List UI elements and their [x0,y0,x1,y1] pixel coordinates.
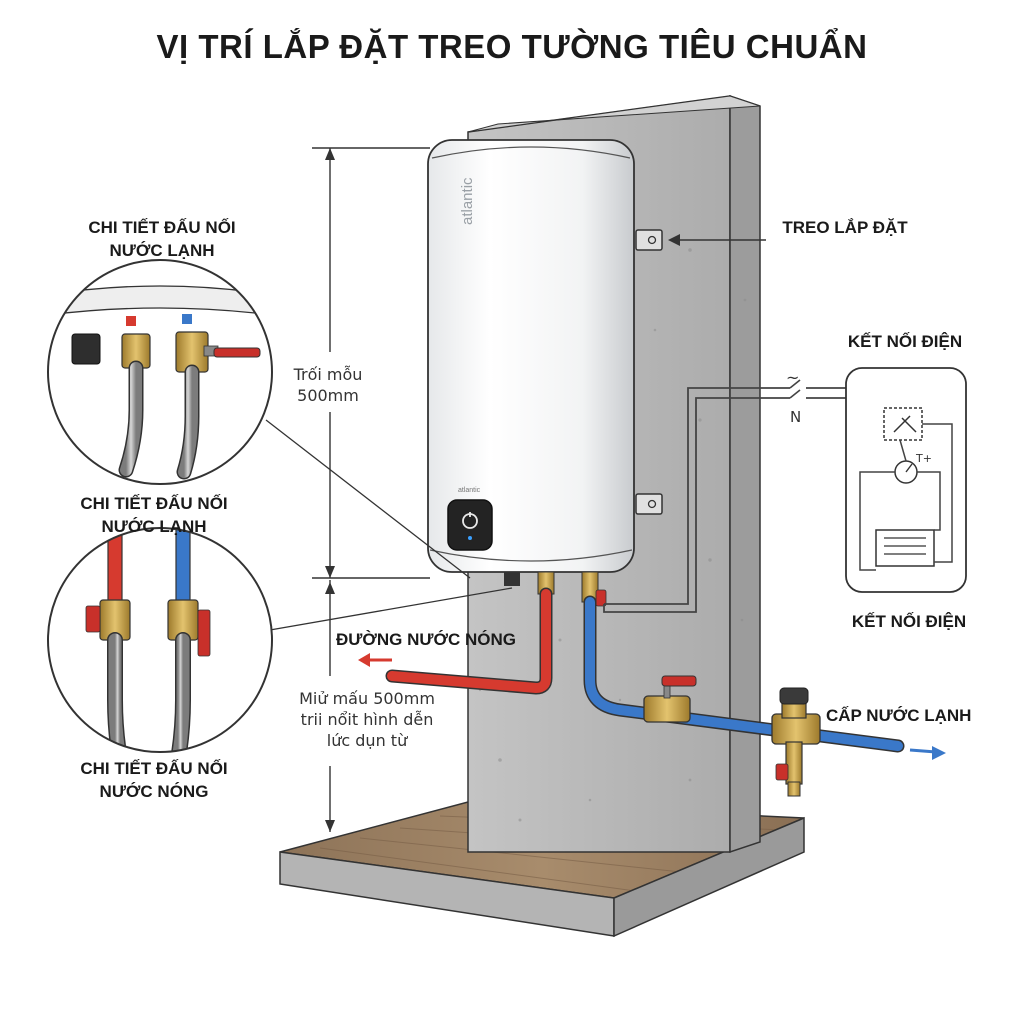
hot-water-pipe [385,587,553,695]
wall-bracket-bottom [635,493,663,515]
thermostat-label: T+ [915,452,932,465]
page-title: VỊ TRÍ LẮP ĐẶT TREO TƯỜNG TIÊU CHUẨN [156,28,868,65]
detail-label-hot: CHI TIẾT ĐẤU NỐI NƯỚC NÓNG [80,759,228,801]
control-knob-icon [462,512,478,540]
detail-leader-top [265,419,471,579]
heating-element-icon [875,529,935,567]
wall-bracket-top [635,229,663,251]
safety-valve [771,687,821,797]
electrical-schematic [845,367,967,593]
brand-logo-front: atlantic [458,487,481,494]
cold-water-pipe [583,595,905,753]
switch-icon [883,407,923,441]
dimension-line-bottom [325,580,335,832]
electric-label-top: KẾT NỐI ĐIỆN [847,332,963,351]
water-heater-tank [427,139,635,607]
dimension-line-top [312,147,430,579]
dimension-note-top: Trối mỗu 500mm [293,365,363,405]
brand-logo-side: atlantic [459,177,476,225]
hot-water-line-label: ĐƯỜNG NƯỚC NÓNG [336,630,516,649]
detail-circle-middle [47,527,273,753]
detail-label-cold-top: CHI TIẾT ĐẤU NỐI NƯỚC LẠNH [88,218,236,260]
flow-arrow-icon [358,653,392,667]
bracket-leader-arrow [668,234,680,246]
neutral-label: N [790,408,801,426]
flow-arrow-icon [909,746,946,760]
shutoff-valve [643,675,697,723]
dimension-note-bottom: Miử mấu 500mm trii nổit hình dễn lức dụn… [299,689,435,750]
detail-circle-top [47,259,273,485]
electric-label-bottom: KẾT NỐI ĐIỆN [851,612,967,631]
live-symbol: ~ [786,368,799,387]
detail-leader-mid [269,587,513,631]
detail-label-cold-middle: CHI TIẾT ĐẤU NỐI NƯỚC LẠNH [80,494,228,536]
mounting-label: TREO LẮP ĐẶT [782,218,908,237]
cold-supply-label: CẤP NƯỚC LẠNH [826,706,972,725]
thermostat-icon [894,460,918,484]
